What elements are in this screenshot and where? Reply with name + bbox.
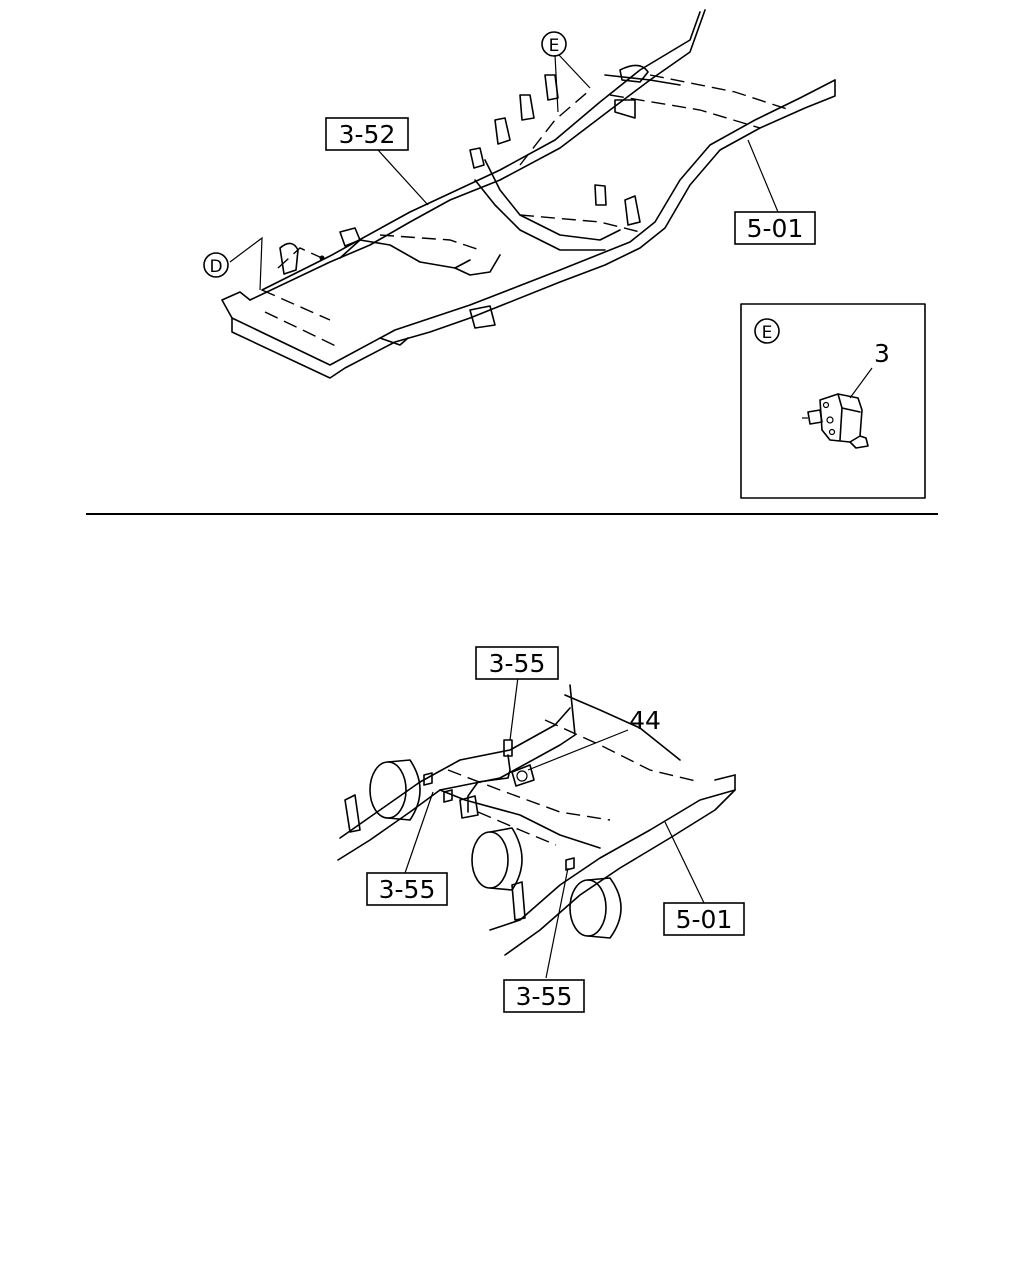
upper-chassis-frame-drawing bbox=[221, 9, 836, 379]
ref-box-3-52: 3-52 bbox=[325, 117, 409, 151]
lower-left-wheel bbox=[369, 759, 421, 821]
lower-rear-frame-drawing bbox=[337, 676, 736, 979]
ref-box-3-55-left: 3-55 bbox=[366, 872, 448, 906]
ref-box-3-55-bottom: 3-55 bbox=[503, 979, 585, 1013]
ref-5-01-upper-text: 5-01 bbox=[747, 214, 804, 243]
lower-center-wheel bbox=[471, 827, 523, 891]
detail-e-circle bbox=[754, 318, 780, 344]
ref-box-5-01-lower: 5-01 bbox=[663, 902, 745, 936]
detail-e-clip-part bbox=[802, 393, 869, 449]
ref-5-01-lower-text: 5-01 bbox=[676, 905, 733, 934]
callout-circle-d: D bbox=[203, 252, 229, 278]
callout-circle-e: E bbox=[541, 31, 567, 57]
part-44-text: 44 bbox=[629, 706, 661, 735]
callout-e-text: E bbox=[549, 36, 560, 56]
part-44-fitting bbox=[511, 764, 535, 787]
detail-e-panel: E 3 bbox=[740, 303, 926, 499]
part-number-44: 44 bbox=[629, 706, 661, 735]
ref-3-55-bottom-text: 3-55 bbox=[516, 982, 573, 1011]
ref-3-55-left-text: 3-55 bbox=[379, 875, 436, 904]
ref-3-52-text: 3-52 bbox=[339, 120, 396, 149]
detail-e-part-number: 3 bbox=[874, 339, 890, 368]
lower-right-wheel bbox=[569, 877, 622, 939]
detail-e-circle-text: E bbox=[762, 323, 773, 343]
ref-box-5-01-upper: 5-01 bbox=[734, 211, 816, 245]
callout-d-text: D bbox=[209, 257, 222, 277]
ref-box-3-55-top: 3-55 bbox=[475, 646, 559, 680]
ref-3-55-top-text: 3-55 bbox=[489, 649, 546, 678]
